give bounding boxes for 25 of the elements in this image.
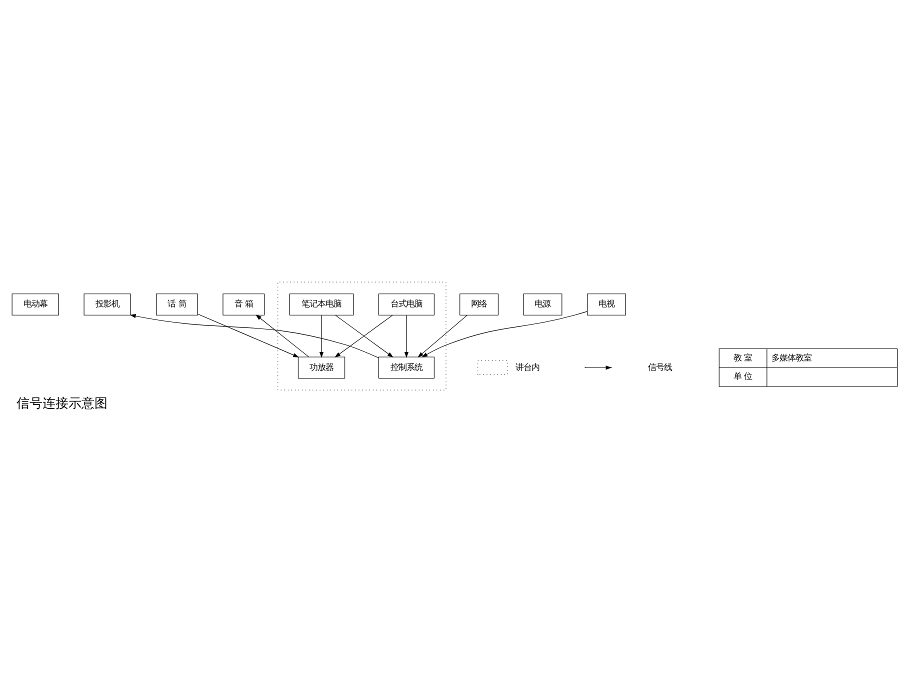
label: 多媒体教室	[772, 352, 812, 362]
arrow	[422, 310, 588, 357]
node-box: 投影机	[84, 293, 131, 315]
arrow	[319, 314, 324, 358]
arrow	[404, 314, 409, 358]
node-box: 笔记本电脑	[289, 293, 354, 315]
legend-label: 信号线	[648, 361, 672, 372]
node-box: 台式电脑	[378, 293, 434, 315]
arrow	[418, 314, 468, 358]
node-box: 控制系统	[378, 356, 434, 378]
diagram-title: 信号连接示意图	[16, 396, 108, 412]
node-box: 电源	[523, 293, 562, 315]
arrow	[130, 314, 380, 358]
node-box: 音 箱	[222, 293, 265, 315]
node-box: 话 筒	[156, 293, 198, 315]
node-box: 功放器	[298, 356, 346, 378]
node-box: 电视	[587, 293, 626, 315]
arrow	[197, 313, 300, 357]
label: 单 位	[733, 370, 752, 380]
node-box: 网络	[460, 293, 498, 315]
legend-label: 讲台内	[516, 361, 540, 372]
node-box: 电动幕	[12, 293, 59, 315]
arrow	[256, 314, 310, 357]
label: 教 室	[733, 352, 752, 362]
cluster	[278, 281, 446, 390]
